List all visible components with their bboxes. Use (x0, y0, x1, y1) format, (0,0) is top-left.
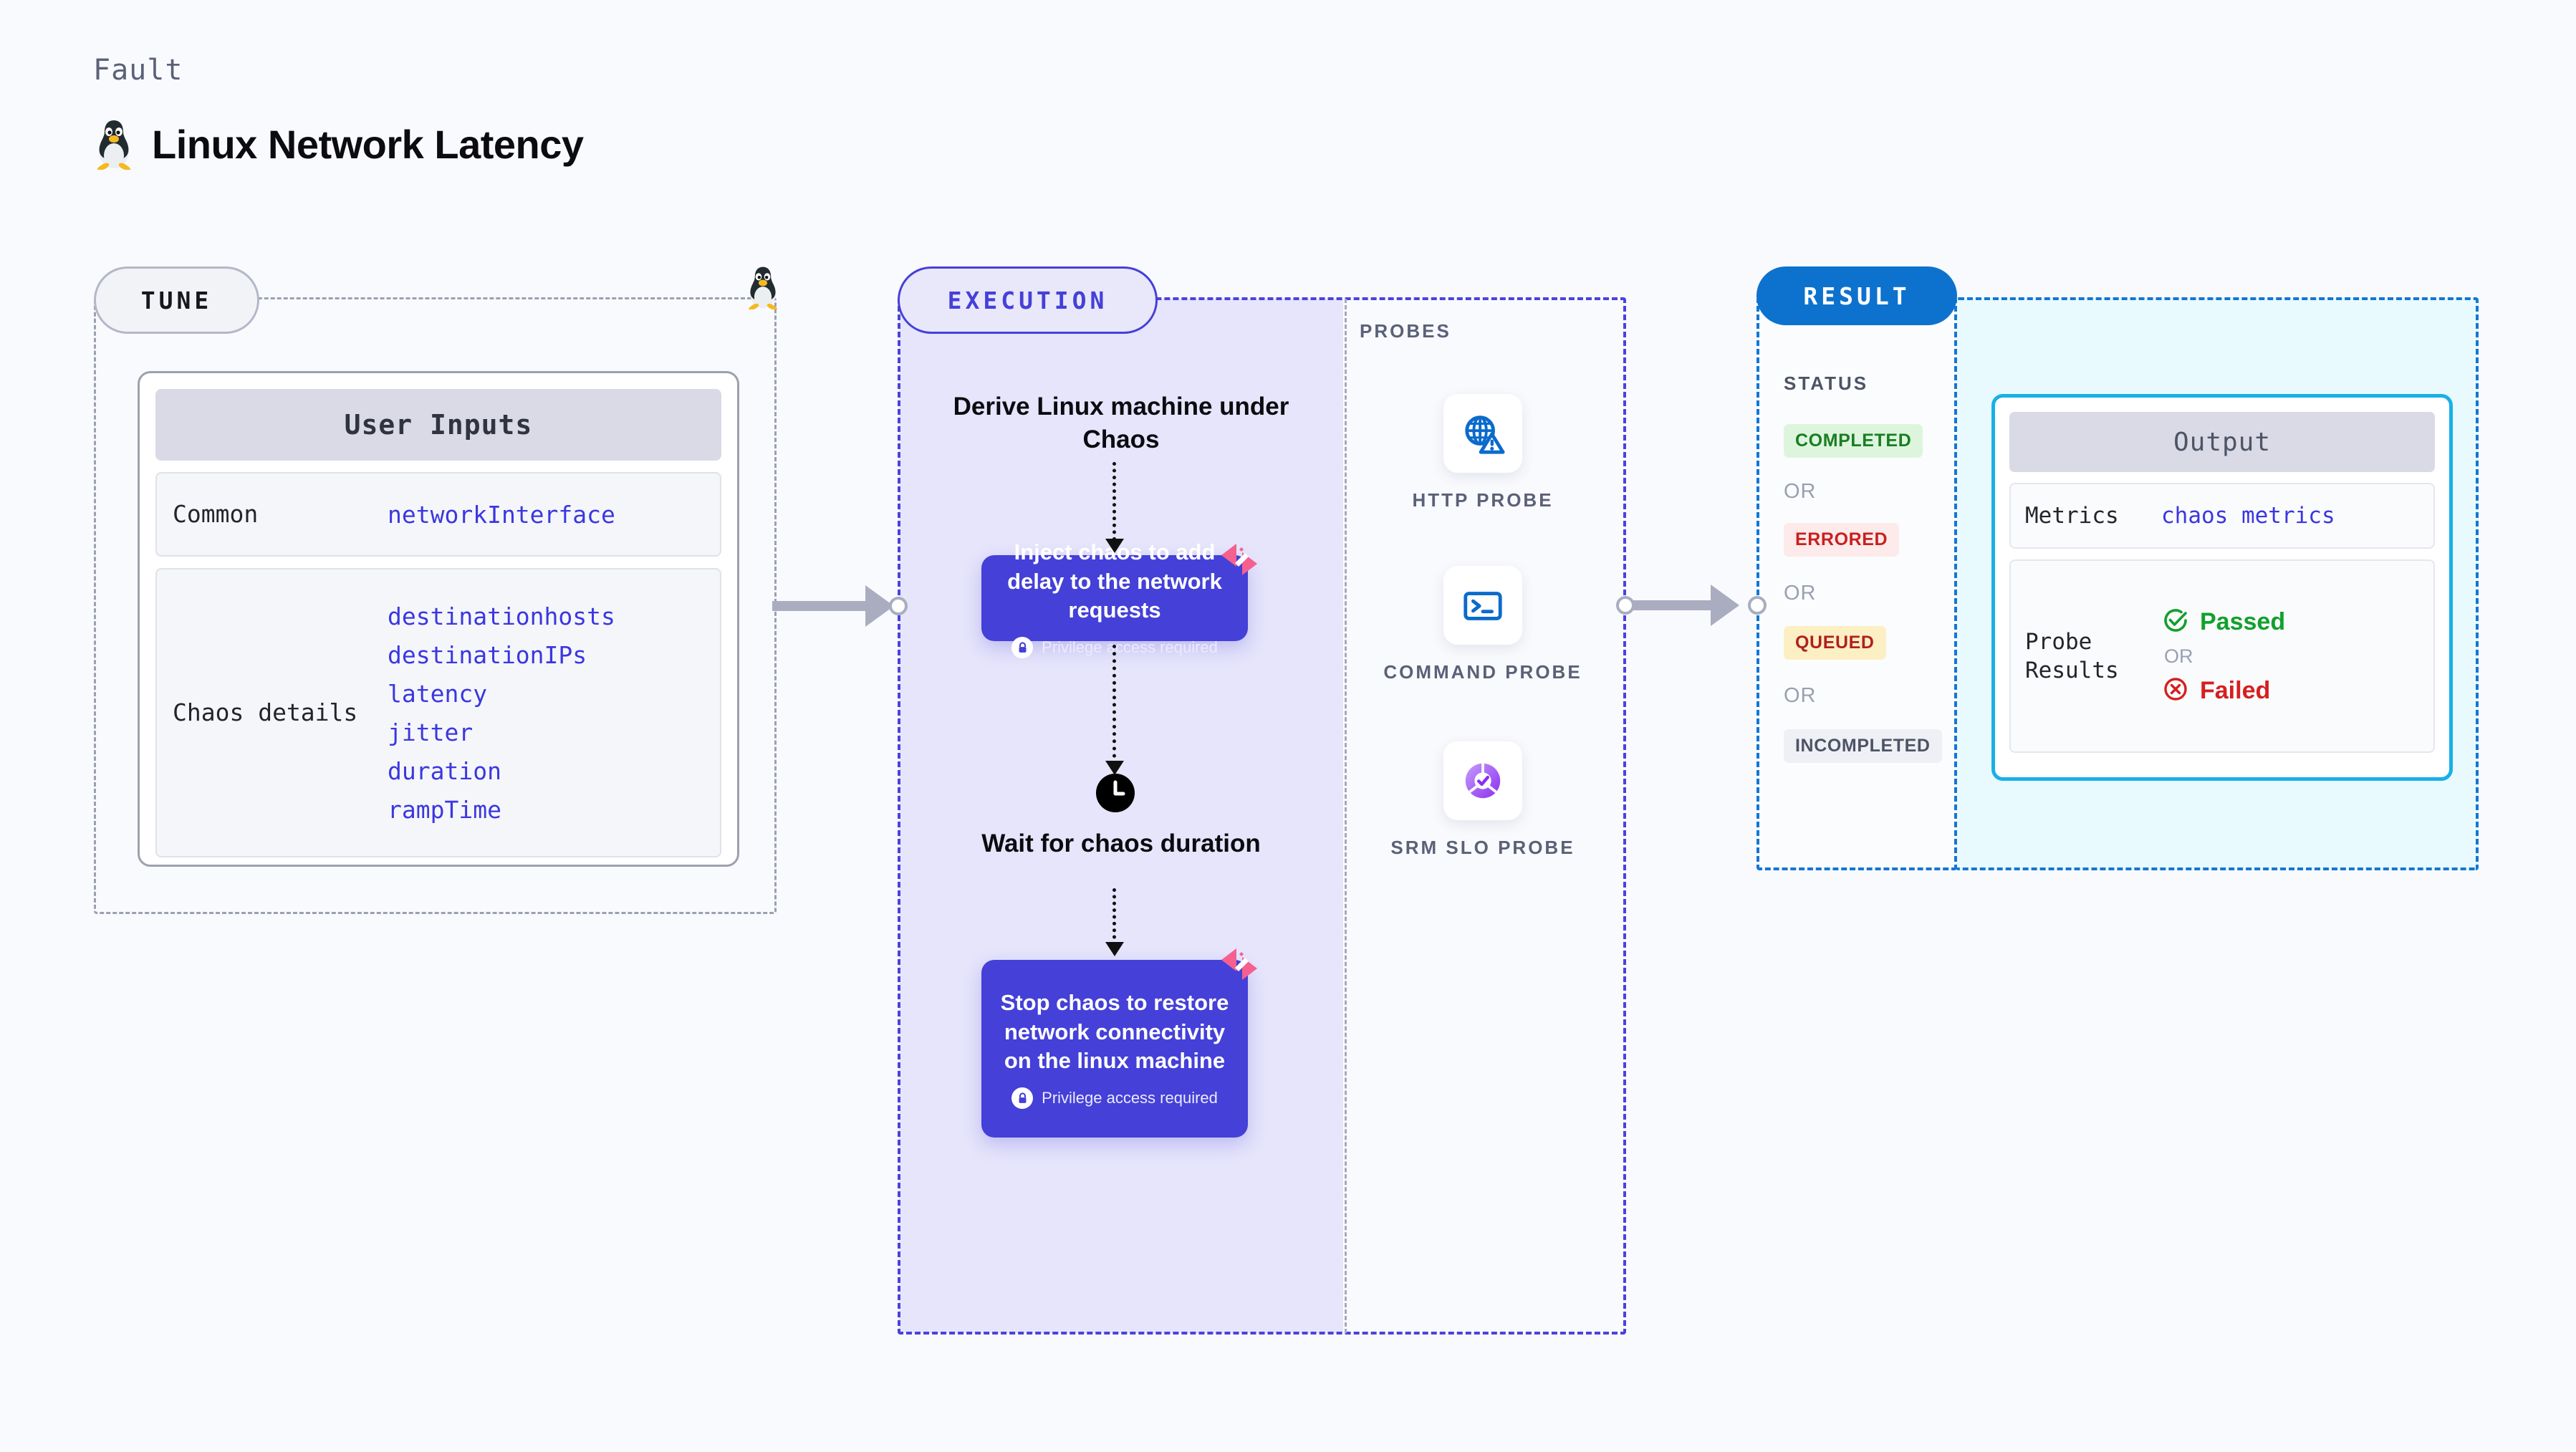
stop-chaos-step-card[interactable]: Stop chaos to restore network connectivi… (981, 948, 1257, 1138)
lock-icon (1011, 1087, 1034, 1110)
result-status-boundary (1756, 297, 1957, 870)
probe-label: COMMAND PROBE (1383, 661, 1582, 683)
status-or-1: OR (1784, 480, 1817, 503)
probe-result-or: OR (2164, 645, 2193, 667)
result-stage-pill[interactable]: RESULT (1756, 266, 1957, 325)
probes-divider (1345, 299, 1347, 1333)
user-inputs-card: User Inputs Common networkInterface Chao… (138, 371, 739, 867)
slo-donut-check-icon (1443, 741, 1522, 820)
output-row-label: Probe Results (2025, 628, 2119, 683)
status-badge-queued: QUEUED (1784, 626, 1886, 660)
input-row-common: Common networkInterface (155, 472, 721, 557)
x-circle-icon (2161, 675, 2190, 707)
privilege-note-row: Privilege access required (1011, 1087, 1218, 1110)
inject-chaos-step-card[interactable]: Inject chaos to add delay to the network… (981, 539, 1257, 659)
status-badge-completed: COMPLETED (1784, 424, 1923, 458)
connector-inject-arrowhead (1105, 761, 1124, 775)
input-row-values: networkInterface (388, 501, 615, 529)
input-row-label: Chaos details (173, 698, 358, 727)
linux-penguin-icon (92, 118, 136, 170)
connector-tune-endpoint-dot (889, 597, 908, 615)
connector-result-endpoint-dot (1748, 596, 1767, 615)
probe-item-http[interactable]: HTTP PROBE (1375, 394, 1590, 514)
input-value[interactable]: duration (388, 756, 501, 785)
connector-probes-endpoint-dot (1616, 596, 1635, 615)
probes-section-label: PROBES (1360, 320, 1451, 342)
input-value[interactable]: jitter (388, 718, 474, 746)
tux-boundary-icon (744, 265, 782, 313)
passed-label: Passed (2200, 607, 2286, 635)
input-row-chaos-details: Chaos details destinationhosts destinati… (155, 568, 721, 857)
connector-inject-to-wait (1112, 645, 1116, 765)
execution-panel-fill (899, 299, 1343, 1333)
status-badge-incompleted: INCOMPLETED (1784, 729, 1942, 763)
input-row-label: Common (173, 500, 259, 529)
title-row: Linux Network Latency (92, 118, 584, 170)
input-value[interactable]: rampTime (388, 795, 501, 824)
page-title: Linux Network Latency (152, 121, 584, 167)
input-row-values: destinationhosts destinationIPs latency … (388, 602, 615, 824)
output-row-label: Metrics (2025, 502, 2119, 529)
derive-machine-step: Derive Linux machine under Chaos (953, 393, 1289, 453)
status-label: STATUS (1784, 372, 1869, 394)
status-badge-errored: ERRORED (1784, 523, 1900, 557)
probe-label: SRM SLO PROBE (1390, 837, 1575, 858)
terminal-icon (1443, 566, 1522, 645)
connector-execution-to-result-line (1625, 600, 1718, 610)
probe-item-command[interactable]: COMMAND PROBE (1375, 566, 1590, 686)
privilege-note: Privilege access required (1042, 638, 1218, 657)
connector-wait-arrowhead (1105, 942, 1124, 956)
user-inputs-title: User Inputs (155, 389, 721, 461)
output-title: Output (2009, 412, 2435, 472)
execution-stage-pill[interactable]: EXECUTION (898, 266, 1158, 334)
check-circle-icon (2161, 606, 2190, 638)
privilege-note-row: Privilege access required (1011, 637, 1218, 659)
step-title: Stop chaos to restore network connectivi… (1000, 989, 1229, 1074)
globe-warning-icon (1443, 394, 1522, 473)
privilege-note: Privilege access required (1042, 1089, 1218, 1107)
connector-execution-to-result-arrowhead (1711, 585, 1739, 626)
clock-icon (1096, 774, 1135, 816)
input-value[interactable]: networkInterface (388, 500, 615, 529)
connector-derive-to-inject (1112, 462, 1116, 541)
harness-logo-icon (1218, 539, 1261, 583)
input-value[interactable]: destinationhosts (388, 602, 615, 630)
connector-derive-arrowhead (1105, 539, 1124, 553)
probe-result-failed: Failed (2161, 675, 2285, 707)
output-row-value[interactable]: chaos metrics (2161, 503, 2335, 529)
output-row-metrics: Metrics chaos metrics (2009, 483, 2435, 549)
fault-label: Fault (93, 54, 183, 87)
probe-item-srm-slo[interactable]: SRM SLO PROBE (1375, 741, 1590, 862)
status-or-3: OR (1784, 684, 1817, 707)
input-value[interactable]: latency (388, 679, 488, 708)
output-card: Output Metrics chaos metrics Probe Resul… (1991, 394, 2453, 781)
probe-label: HTTP PROBE (1412, 489, 1554, 511)
status-or-2: OR (1784, 582, 1817, 605)
wait-duration-step: Wait for chaos duration (981, 830, 1261, 857)
connector-tune-to-execution-line (772, 601, 873, 611)
connector-wait-to-stop (1112, 888, 1116, 946)
failed-label: Failed (2200, 676, 2271, 704)
execution-probes-boundary (898, 297, 1626, 1335)
input-value[interactable]: destinationIPs (388, 640, 587, 669)
probe-result-values: Passed OR Failed (2161, 606, 2285, 707)
output-row-probe-results: Probe Results Passed OR (2009, 559, 2435, 753)
probe-result-passed: Passed (2161, 606, 2285, 638)
lock-icon (1011, 637, 1034, 659)
tune-stage-pill[interactable]: TUNE (94, 266, 259, 334)
harness-logo-icon (1218, 944, 1261, 988)
